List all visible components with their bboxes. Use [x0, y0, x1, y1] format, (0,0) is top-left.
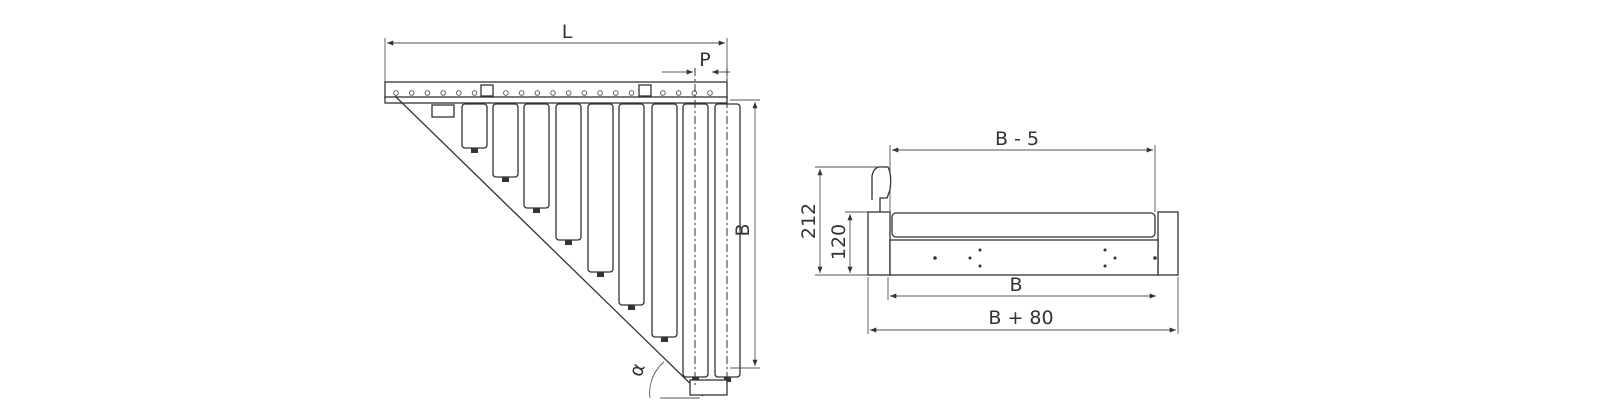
overall-width-label: B + 80 [988, 307, 1053, 329]
roller [492, 103, 519, 178]
rail-hole [628, 90, 635, 96]
connector-block [480, 84, 494, 97]
side-rail [384, 81, 728, 99]
rail-hole [456, 90, 462, 96]
rail-flange [384, 96, 728, 104]
rail-hole [597, 90, 603, 96]
rail-hole [550, 90, 556, 96]
fixing-hole [1153, 256, 1157, 260]
left-side-frame [867, 211, 891, 276]
right-side-frame [1157, 211, 1179, 276]
rollers [461, 103, 741, 382]
fixing-hole [933, 256, 937, 260]
cross-member [889, 239, 1159, 276]
side-view: L P B α [384, 21, 760, 399]
fixing-hole [1103, 264, 1107, 268]
axle-nut [628, 305, 635, 310]
roller [618, 103, 645, 306]
pitch-label: P [699, 49, 710, 71]
frame-height-label: 120 [828, 224, 850, 260]
fixing-hole [978, 248, 982, 252]
diagonal-edge [394, 95, 704, 397]
rail-hole [440, 90, 446, 96]
length-label: L [562, 21, 573, 43]
axle-nut [661, 337, 668, 342]
roller [461, 103, 488, 149]
fixing-hole [968, 256, 972, 260]
axle-nut [533, 208, 540, 213]
total-height-label: 212 [798, 203, 820, 239]
rail-hole [660, 90, 666, 96]
axle-nut [597, 272, 604, 277]
fixing-hole [1113, 256, 1117, 260]
rail-hole [613, 90, 619, 96]
rail-hole [518, 90, 525, 96]
axle-nut [565, 240, 572, 245]
axle-nut [471, 148, 478, 153]
rail-hole [393, 90, 399, 96]
rail-hole [534, 90, 541, 96]
end-view: B - 5 212 120 B B + 80 [798, 128, 1179, 334]
rail-hole [471, 90, 478, 96]
roller-length-label: B - 5 [995, 128, 1039, 150]
axle-nut [502, 177, 509, 182]
fixing-hole [1103, 248, 1107, 252]
rail-hole [503, 90, 509, 96]
rail-hole [408, 90, 415, 96]
roller [587, 103, 614, 273]
rail-hole [707, 90, 713, 96]
angle-arc [649, 361, 665, 399]
roller [651, 103, 678, 338]
rail-hole [581, 90, 588, 96]
rail-hole [691, 90, 698, 96]
angle-label: α [625, 360, 650, 379]
end-plate [689, 379, 728, 396]
curve-bracket [431, 104, 455, 118]
connector-block [638, 84, 652, 97]
guide-bracket [871, 166, 892, 212]
rail-hole [565, 90, 572, 96]
roller [523, 103, 550, 209]
fixing-hole [978, 264, 982, 268]
roller [555, 103, 582, 241]
width-label: B [1009, 274, 1022, 296]
roller [891, 212, 1156, 238]
rail-hole [424, 90, 431, 96]
width-label: B [732, 223, 754, 236]
rail-hole [675, 90, 682, 96]
